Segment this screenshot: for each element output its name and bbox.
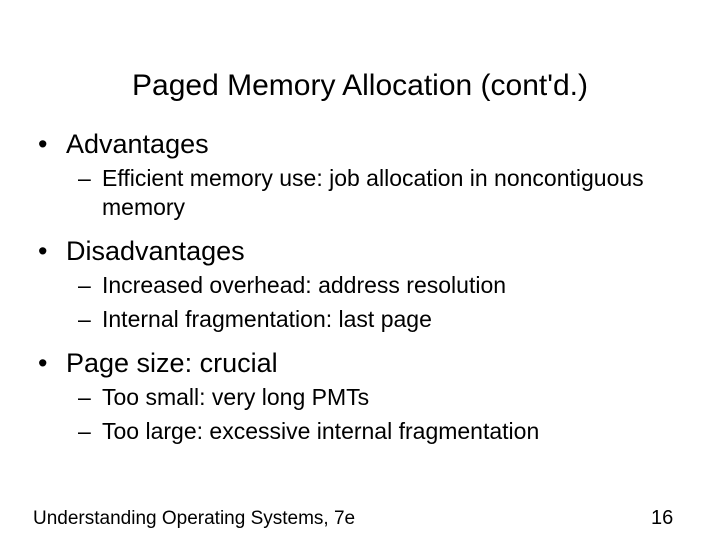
bullet-level2-item: – Increased overhead: address resolution	[32, 271, 688, 300]
bullet-dash-icon: –	[78, 165, 91, 191]
bullet-level1-disadvantages: • Disadvantages	[32, 235, 688, 267]
page-title: Paged Memory Allocation (cont'd.)	[132, 69, 588, 103]
bullet-level2-label: Too large: excessive internal fragmentat…	[102, 418, 540, 444]
footer-source-text: Understanding Operating Systems, 7e	[33, 508, 356, 529]
bullet-dash-icon: –	[78, 384, 91, 410]
bullet-level1-page-size: • Page size: crucial	[32, 347, 688, 379]
bullet-dash-icon: –	[78, 418, 91, 444]
bullet-level2-item: – Too small: very long PMTs	[32, 383, 688, 412]
bullet-dash-icon: –	[78, 306, 91, 332]
bullet-level2-item: – Internal fragmentation: last page	[32, 305, 688, 334]
bullet-level2-label: Too small: very long PMTs	[102, 384, 370, 410]
bullet-level1-label: Advantages	[66, 129, 209, 159]
bullet-level2-item: – Efficient memory use: job allocation i…	[32, 164, 688, 222]
slide-body: • Advantages – Efficient memory use: job…	[32, 128, 688, 446]
bullet-dash-icon: –	[78, 272, 91, 298]
bullet-group-page-size: • Page size: crucial – Too small: very l…	[32, 347, 688, 446]
bullet-level2-label: Increased overhead: address resolution	[102, 272, 507, 298]
bullet-level2-label: Internal fragmentation: last page	[102, 306, 432, 332]
bullet-level2-label: Efficient memory use: job allocation in …	[102, 165, 644, 220]
bullet-group-advantages: • Advantages – Efficient memory use: job…	[32, 128, 688, 222]
bullet-level1-label: Disadvantages	[66, 236, 245, 266]
bullet-level1-advantages: • Advantages	[32, 128, 688, 160]
bullet-dot-icon: •	[38, 129, 48, 159]
bullet-dot-icon: •	[38, 236, 48, 266]
page-number: 16	[651, 507, 674, 529]
bullet-level2-item: – Too large: excessive internal fragment…	[32, 417, 688, 446]
bullet-level1-label: Page size: crucial	[66, 348, 278, 378]
bullet-group-disadvantages: • Disadvantages – Increased overhead: ad…	[32, 235, 688, 334]
bullet-dot-icon: •	[38, 348, 48, 378]
